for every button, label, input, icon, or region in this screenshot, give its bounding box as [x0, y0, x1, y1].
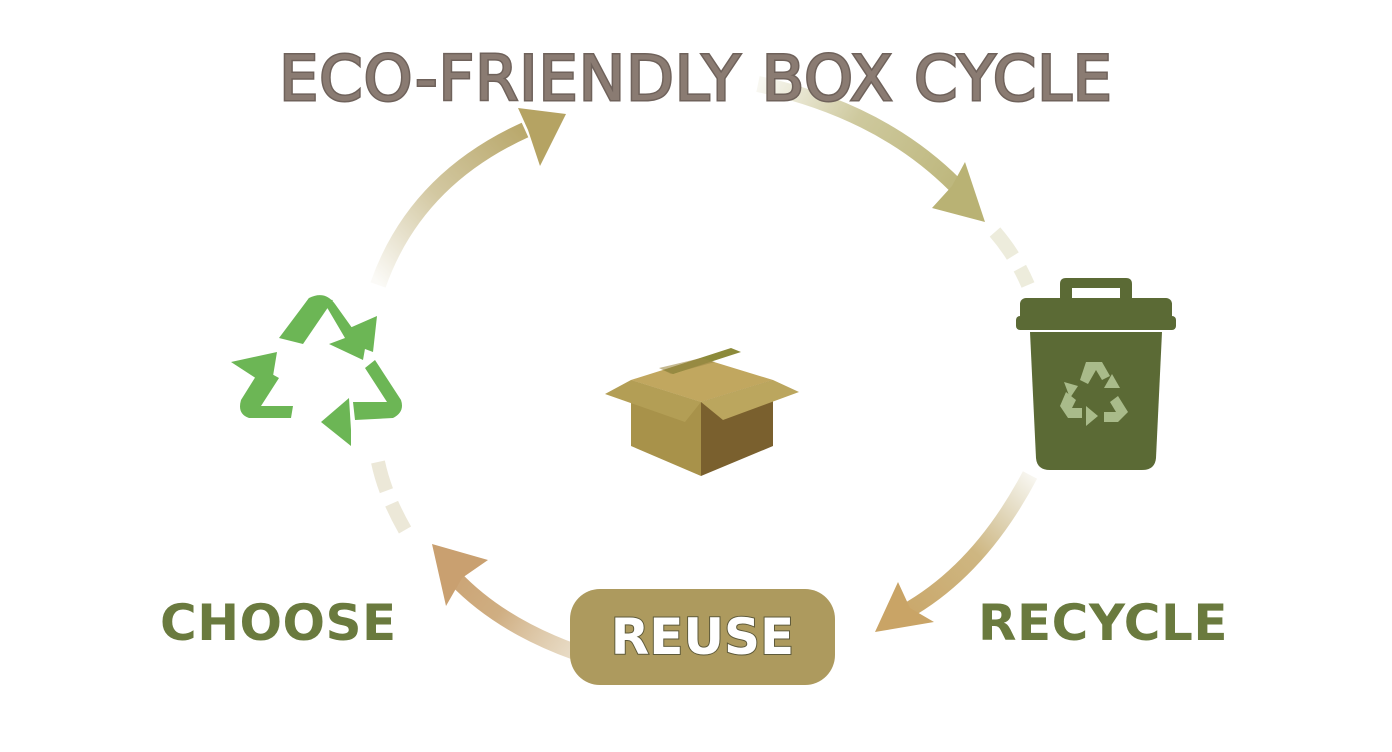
- stage-label-recycle: RECYCLE: [978, 594, 1228, 652]
- arc-top-to-right: [756, 76, 961, 191]
- arc-bottom-to-left: [449, 572, 578, 660]
- cardboard-box-icon: [605, 348, 799, 476]
- dash-left-1: [371, 460, 412, 534]
- arrowhead-bottom: [875, 582, 934, 632]
- dash-right-1: [989, 227, 1035, 288]
- stage-label-choose: CHOOSE: [160, 594, 397, 652]
- arrowhead-top: [518, 108, 566, 166]
- diagram-title: ECO-FRIENDLY BOX CYCLE: [278, 42, 1114, 115]
- arrowhead-right: [932, 162, 985, 222]
- arc-right-to-bottom: [901, 471, 1038, 619]
- arrowhead-left: [432, 544, 488, 606]
- recycle-arrows-icon: [231, 295, 402, 446]
- stage-pill-reuse: REUSE: [570, 589, 835, 685]
- recycling-bin-icon: [1016, 278, 1176, 470]
- stage-label-reuse: REUSE: [610, 608, 795, 666]
- arc-left-to-top: [370, 122, 529, 288]
